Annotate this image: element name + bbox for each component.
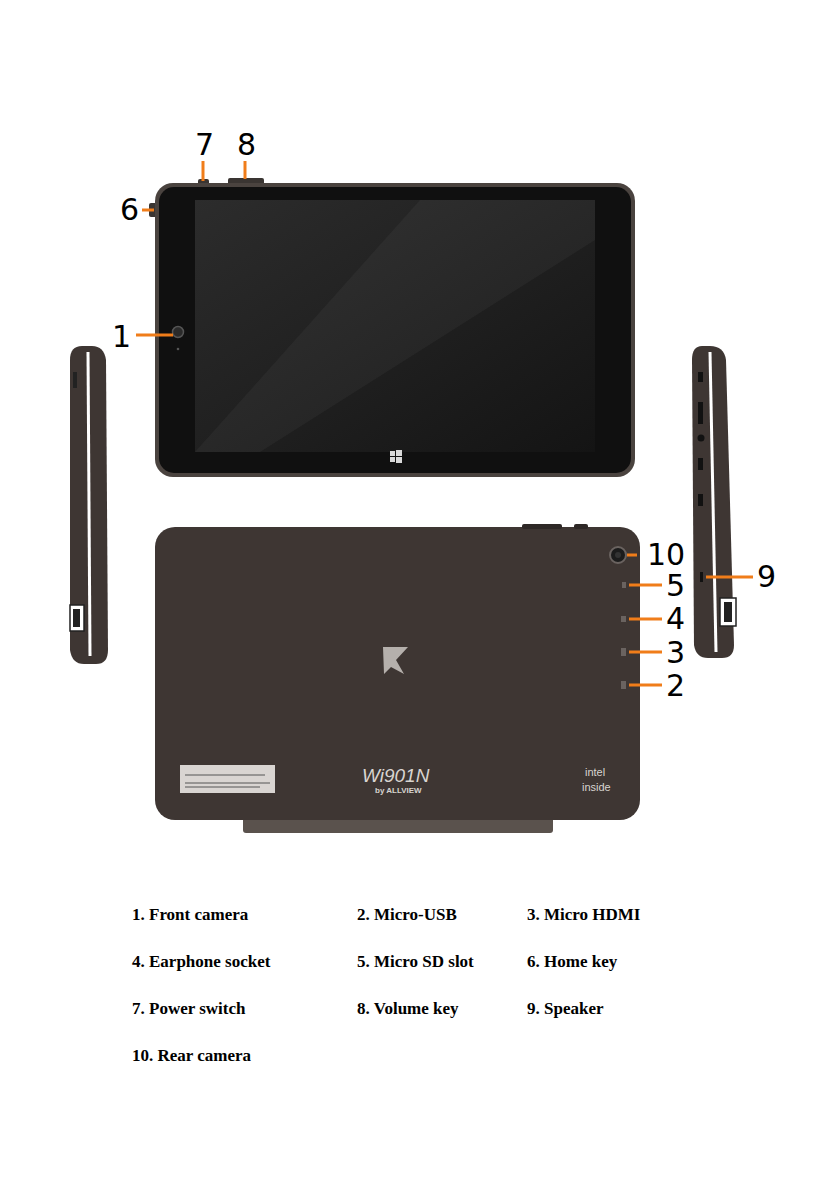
callout-number: 10: [647, 540, 685, 570]
callout-number: 2: [666, 671, 685, 701]
callout-number: 4: [666, 604, 685, 634]
legend-entry: 8. Volume key: [357, 1000, 459, 1017]
legend-entry: 7. Power switch: [132, 1000, 245, 1017]
legend-entry: 3. Micro HDMI: [527, 906, 640, 923]
right-side-profile: [692, 346, 734, 658]
legend-entry: 6. Home key: [527, 953, 617, 970]
callout-number: 5: [666, 571, 685, 601]
model-name: Wi901N: [362, 766, 429, 785]
callout-number: 7: [195, 130, 214, 160]
dock-port: [720, 598, 736, 626]
legend-entry: 1. Front camera: [132, 906, 248, 923]
chip-brand: intel: [585, 767, 605, 778]
rear-camera: [610, 547, 626, 563]
leader-lines: [136, 161, 753, 685]
callout-number: 1: [112, 322, 131, 352]
brand-name: by ALLVIEW: [375, 787, 422, 795]
legend-entry: 5. Micro SD slot: [357, 953, 474, 970]
dock-port: [70, 605, 84, 631]
chip-brand: inside: [582, 782, 611, 793]
front-housing: [155, 183, 635, 477]
legend-entry: 4. Earphone socket: [132, 953, 270, 970]
callout-number: 6: [120, 195, 139, 225]
windows-logo: [390, 450, 402, 463]
certification-label: [180, 765, 275, 793]
callout-number: 9: [757, 562, 776, 592]
front-camera: [173, 327, 184, 338]
legend-entry: 10. Rear camera: [132, 1047, 251, 1064]
screen: [195, 200, 595, 452]
front-bezel: [159, 187, 631, 473]
back-housing: [155, 527, 640, 820]
callout-number: 8: [237, 130, 256, 160]
callout-number: 3: [666, 638, 685, 668]
brand-logo: [383, 647, 408, 674]
legend-entry: 9. Speaker: [527, 1000, 604, 1017]
left-side-profile: [70, 346, 108, 664]
legend-entry: 2. Micro-USB: [357, 906, 457, 923]
